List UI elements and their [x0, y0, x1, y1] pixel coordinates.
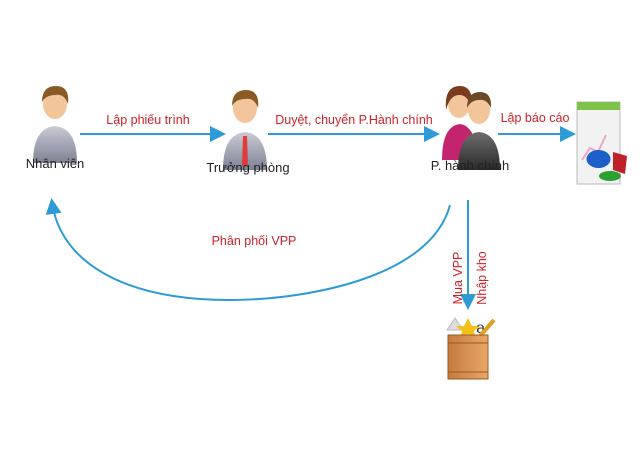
edge-label-stock: Nhập kho [475, 251, 489, 305]
edge-label-buy: Mua VPP [451, 252, 465, 305]
edge-label-distribute: Phân phối VPP [212, 234, 297, 248]
admin-department-icon [442, 86, 500, 170]
report-chart-icon [576, 101, 627, 185]
edge-label-submit: Lập phiếu trình [106, 113, 189, 127]
node-manager: Trưởng phòng [206, 160, 289, 175]
edge-label-report: Lập báo cáo [501, 111, 570, 125]
office-supplies-box-icon: a [446, 317, 496, 380]
employee-icon [33, 86, 77, 163]
node-employee: Nhân viên [26, 156, 85, 171]
edge-label-approve: Duyệt, chuyển P.Hành chính [275, 113, 433, 127]
manager-icon [223, 90, 267, 170]
node-admin: P. hành chính [431, 158, 510, 173]
arrow-distribute [45, 198, 451, 302]
svg-text:a: a [476, 318, 486, 337]
